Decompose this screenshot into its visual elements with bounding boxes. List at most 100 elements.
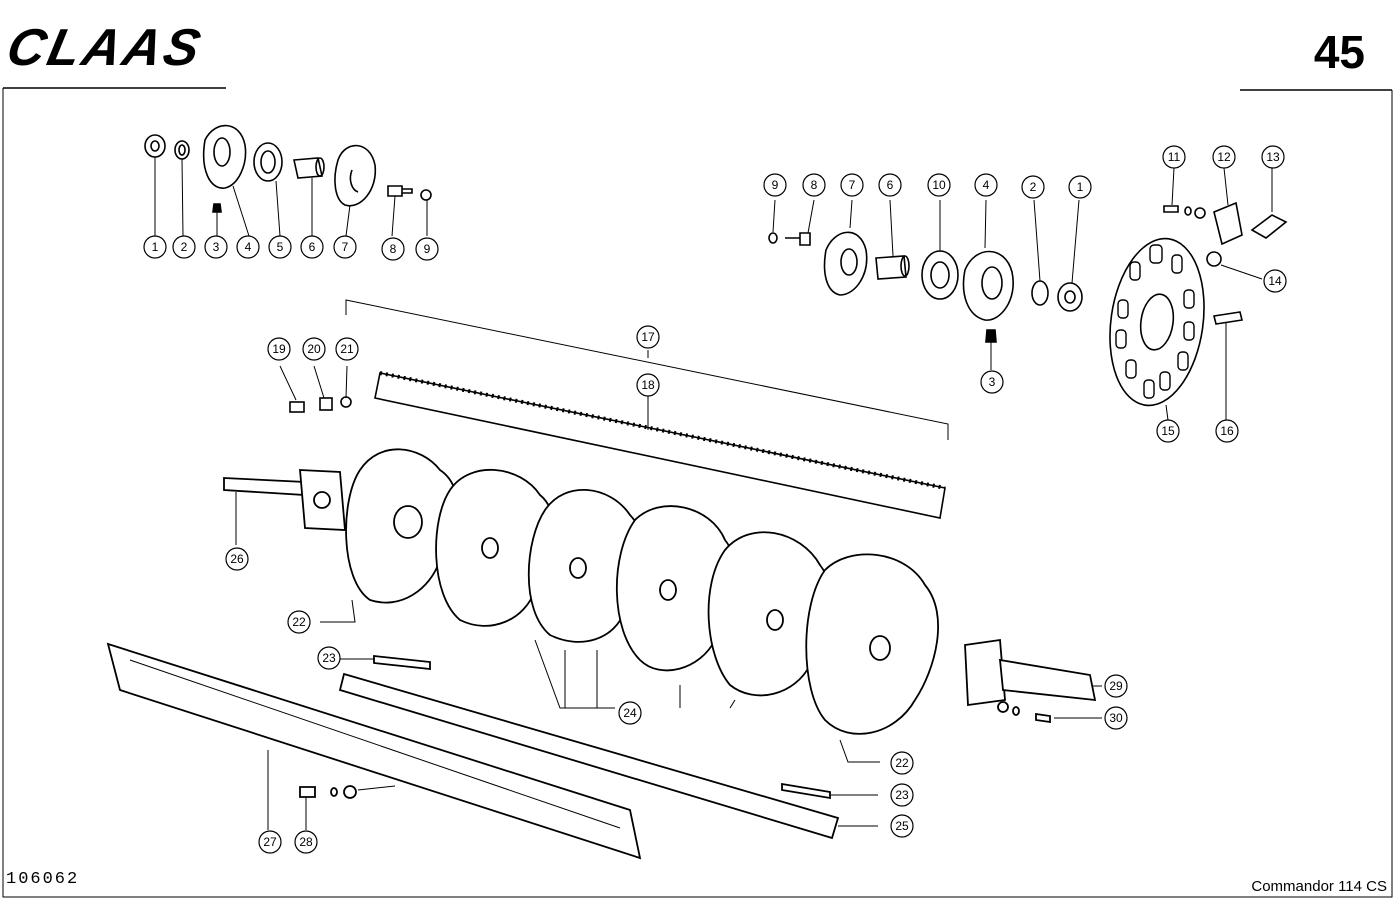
callout-23: 23 [890, 783, 914, 807]
callout-circle [287, 610, 311, 634]
callout-circle [636, 373, 660, 397]
shaft-and-keys [338, 654, 878, 840]
callout-2: 2 [1021, 175, 1045, 199]
callout-label: 20 [307, 342, 321, 356]
callout-12: 12 [1212, 145, 1236, 169]
callout-circle [636, 325, 660, 349]
callout-label: 6 [309, 240, 316, 254]
callout-6: 6 [878, 173, 902, 197]
callout-19: 19 [267, 337, 291, 361]
bottom-strip [106, 642, 642, 860]
callout-circle [267, 337, 291, 361]
callout-8: 8 [381, 237, 405, 261]
callout-label: 13 [1266, 150, 1280, 164]
callout-16: 16 [1215, 419, 1239, 443]
callout-label: 12 [1217, 150, 1231, 164]
tooth-rack [279, 299, 949, 519]
callout-label: 14 [1268, 274, 1282, 288]
callout-circle [878, 173, 902, 197]
callout-label: 11 [1168, 150, 1181, 164]
callout-4: 4 [974, 173, 998, 197]
callout-circle [300, 235, 324, 259]
callout-label: 26 [230, 552, 244, 566]
callout-7: 7 [333, 235, 357, 259]
callout-5: 5 [268, 235, 292, 259]
callout-label: 16 [1220, 424, 1234, 438]
callout-23: 23 [317, 646, 341, 670]
callout-29: 29 [1104, 674, 1128, 698]
callout-circle [415, 237, 439, 261]
callout-1: 1 [1068, 175, 1092, 199]
callout-20: 20 [302, 337, 326, 361]
callout-circle [840, 173, 864, 197]
drum-disc-6 [805, 553, 939, 735]
callout-8: 8 [802, 173, 826, 197]
callout-label: 22 [292, 615, 306, 629]
callout-27: 27 [258, 830, 282, 854]
callout-circle [1021, 175, 1045, 199]
callout-circle [294, 830, 318, 854]
callout-22: 22 [287, 610, 311, 634]
drum-assembly [223, 448, 1102, 763]
callout-label: 10 [932, 178, 946, 192]
callout-label: 1 [152, 240, 159, 254]
callout-13: 13 [1261, 145, 1285, 169]
callout-circle [980, 370, 1004, 394]
disc-slots [1115, 244, 1195, 399]
callout-label: 22 [895, 756, 909, 770]
callout-label: 23 [322, 651, 336, 665]
callout-label: 7 [342, 240, 349, 254]
callout-label: 21 [340, 342, 354, 356]
callout-label: 29 [1109, 679, 1123, 693]
callout-label: 3 [213, 240, 220, 254]
callout-circle [890, 751, 914, 775]
left-bearing-assembly [144, 124, 432, 237]
callout-circle [268, 235, 292, 259]
callout-circle [333, 235, 357, 259]
callout-1: 1 [143, 235, 167, 259]
callout-label: 4 [245, 240, 252, 254]
callout-circle [302, 337, 326, 361]
callout-4: 4 [236, 235, 260, 259]
callout-circle [1212, 145, 1236, 169]
callout-circle [890, 814, 914, 838]
callout-17: 17 [636, 325, 660, 349]
callout-label: 1 [1077, 180, 1084, 194]
callout-25: 25 [890, 814, 914, 838]
callout-11: 11 [1162, 145, 1186, 169]
callout-circle [1263, 269, 1287, 293]
callout-21: 21 [335, 337, 359, 361]
callout-30: 30 [1104, 706, 1128, 730]
callout-label: 18 [641, 378, 655, 392]
callout-circle [802, 173, 826, 197]
callout-circle [1104, 674, 1128, 698]
callout-circle [890, 783, 914, 807]
callout-3: 3 [980, 370, 1004, 394]
callout-label: 8 [390, 242, 397, 256]
drawing-number: 106062 [6, 870, 80, 889]
callout-circle [974, 173, 998, 197]
callout-circle [618, 701, 642, 725]
callout-circle [335, 337, 359, 361]
callout-circle [381, 237, 405, 261]
callout-9: 9 [415, 237, 439, 261]
callout-label: 23 [895, 788, 909, 802]
callout-circle [1215, 419, 1239, 443]
callout-circle [927, 173, 951, 197]
callout-circle [1162, 145, 1186, 169]
callout-2: 2 [172, 235, 196, 259]
callout-15: 15 [1156, 419, 1180, 443]
callout-7: 7 [840, 173, 864, 197]
right-bearing-assembly [768, 199, 1083, 370]
callout-9: 9 [763, 173, 787, 197]
callout-label: 3 [989, 375, 996, 389]
callout-circle [1068, 175, 1092, 199]
callout-label: 2 [1030, 180, 1037, 194]
callout-circle [258, 830, 282, 854]
callout-label: 7 [849, 178, 856, 192]
callout-18: 18 [636, 373, 660, 397]
callout-circle [143, 235, 167, 259]
